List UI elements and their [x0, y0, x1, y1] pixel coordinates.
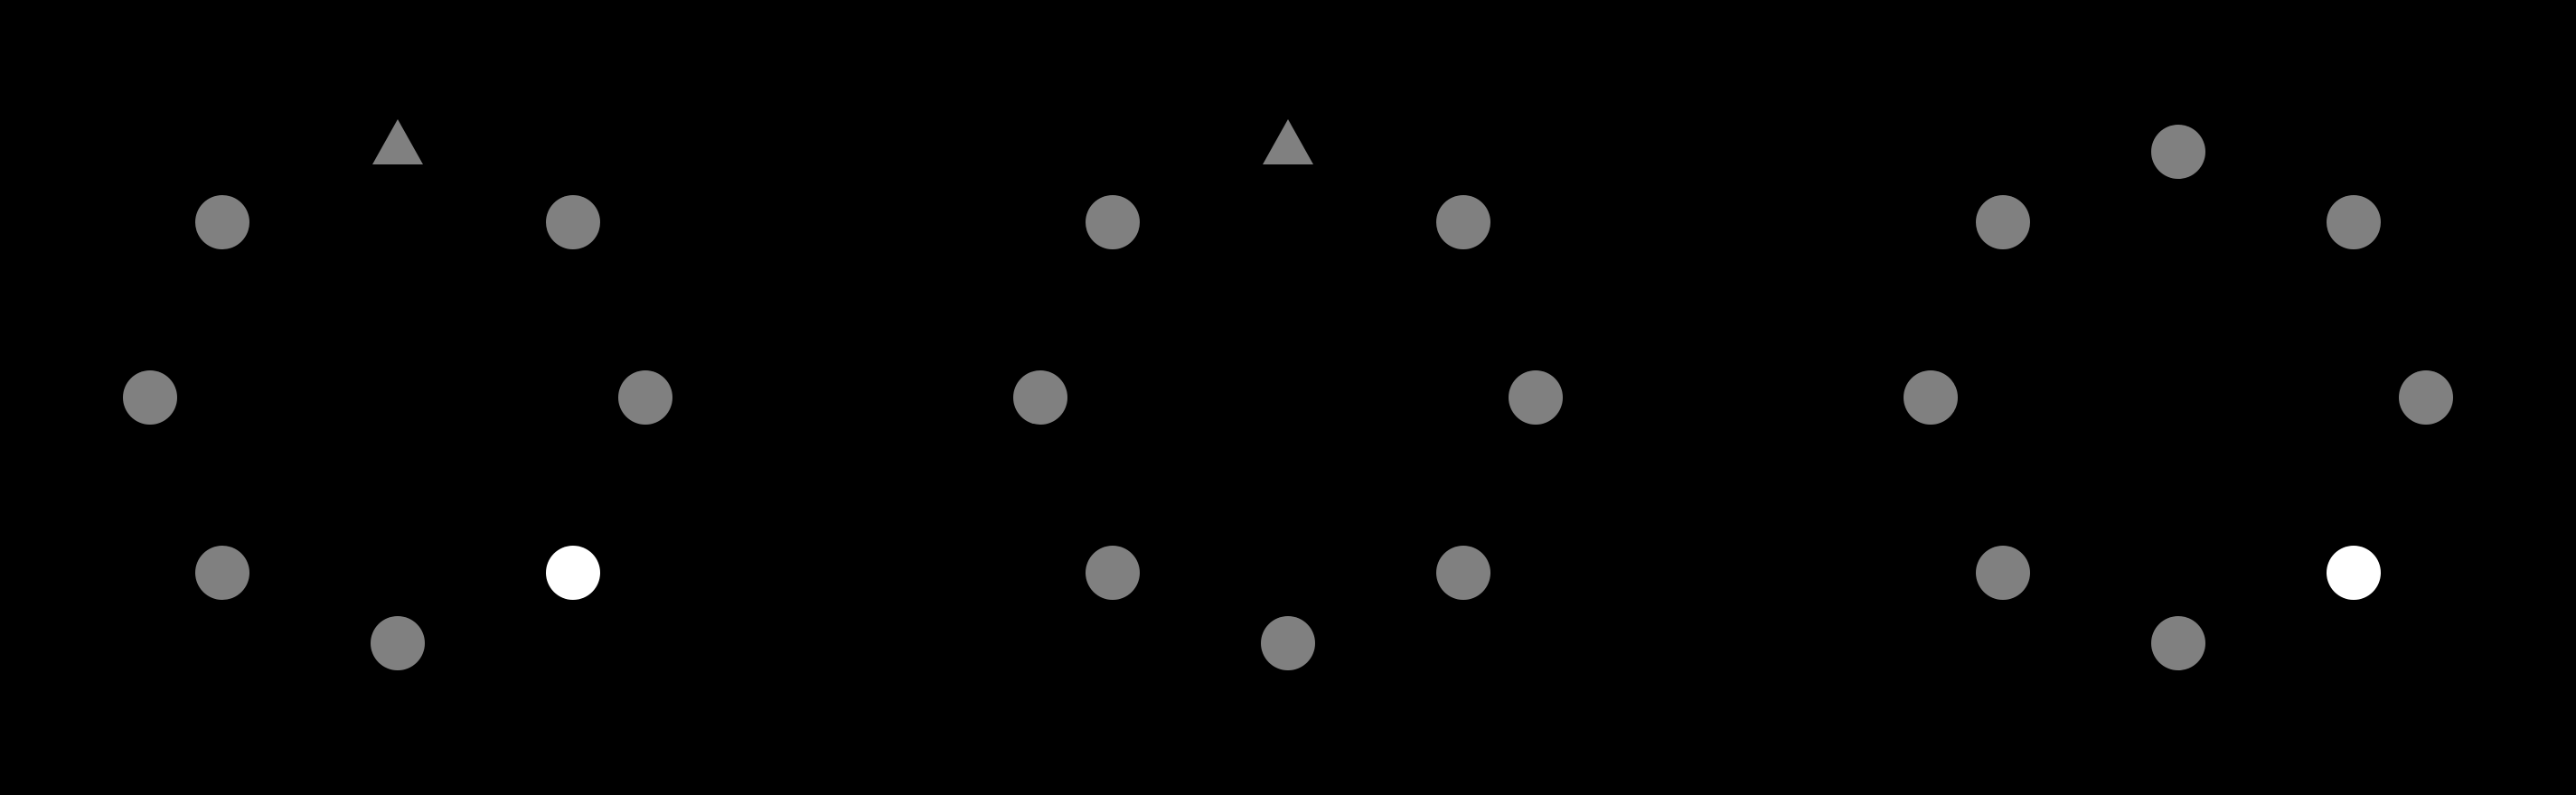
panel-1-right-circle-marker — [618, 370, 672, 425]
panel-1-top-right-circle-marker — [546, 195, 600, 249]
panel-3-top-circle-marker — [2151, 125, 2205, 179]
panel-2-left-circle-marker — [1013, 370, 1067, 425]
panel-3 — [1904, 125, 2453, 670]
panel-1-bottom-right-highlighted-circle-marker — [546, 546, 600, 600]
panel-2-bottom-left-circle-marker — [1086, 546, 1140, 600]
panel-2-top-triangle-marker — [1263, 119, 1313, 164]
panel-3-bottom-circle-marker — [2151, 616, 2205, 670]
panel-2-bottom-circle-marker — [1261, 616, 1315, 670]
panel-1-bottom-circle-marker — [371, 616, 425, 670]
panel-3-top-right-circle-marker — [2327, 195, 2381, 249]
panel-1-bottom-left-circle-marker — [195, 546, 249, 600]
panel-2-bottom-right-circle-marker — [1436, 546, 1490, 600]
panel-3-top-left-circle-marker — [1976, 195, 2030, 249]
panel-2-right-circle-marker — [1509, 370, 1563, 425]
panel-1-top-triangle-marker — [372, 119, 423, 164]
panel-2 — [1013, 119, 1563, 670]
panel-1-left-circle-marker — [123, 370, 177, 425]
panel-3-right-circle-marker — [2399, 370, 2453, 425]
panel-1-top-left-circle-marker — [195, 195, 249, 249]
panel-2-top-left-circle-marker — [1086, 195, 1140, 249]
panel-2-top-right-circle-marker — [1436, 195, 1490, 249]
panel-3-bottom-right-highlighted-circle-marker — [2327, 546, 2381, 600]
panel-1 — [123, 119, 672, 670]
panel-3-bottom-left-circle-marker — [1976, 546, 2030, 600]
panel-3-left-circle-marker — [1904, 370, 1958, 425]
